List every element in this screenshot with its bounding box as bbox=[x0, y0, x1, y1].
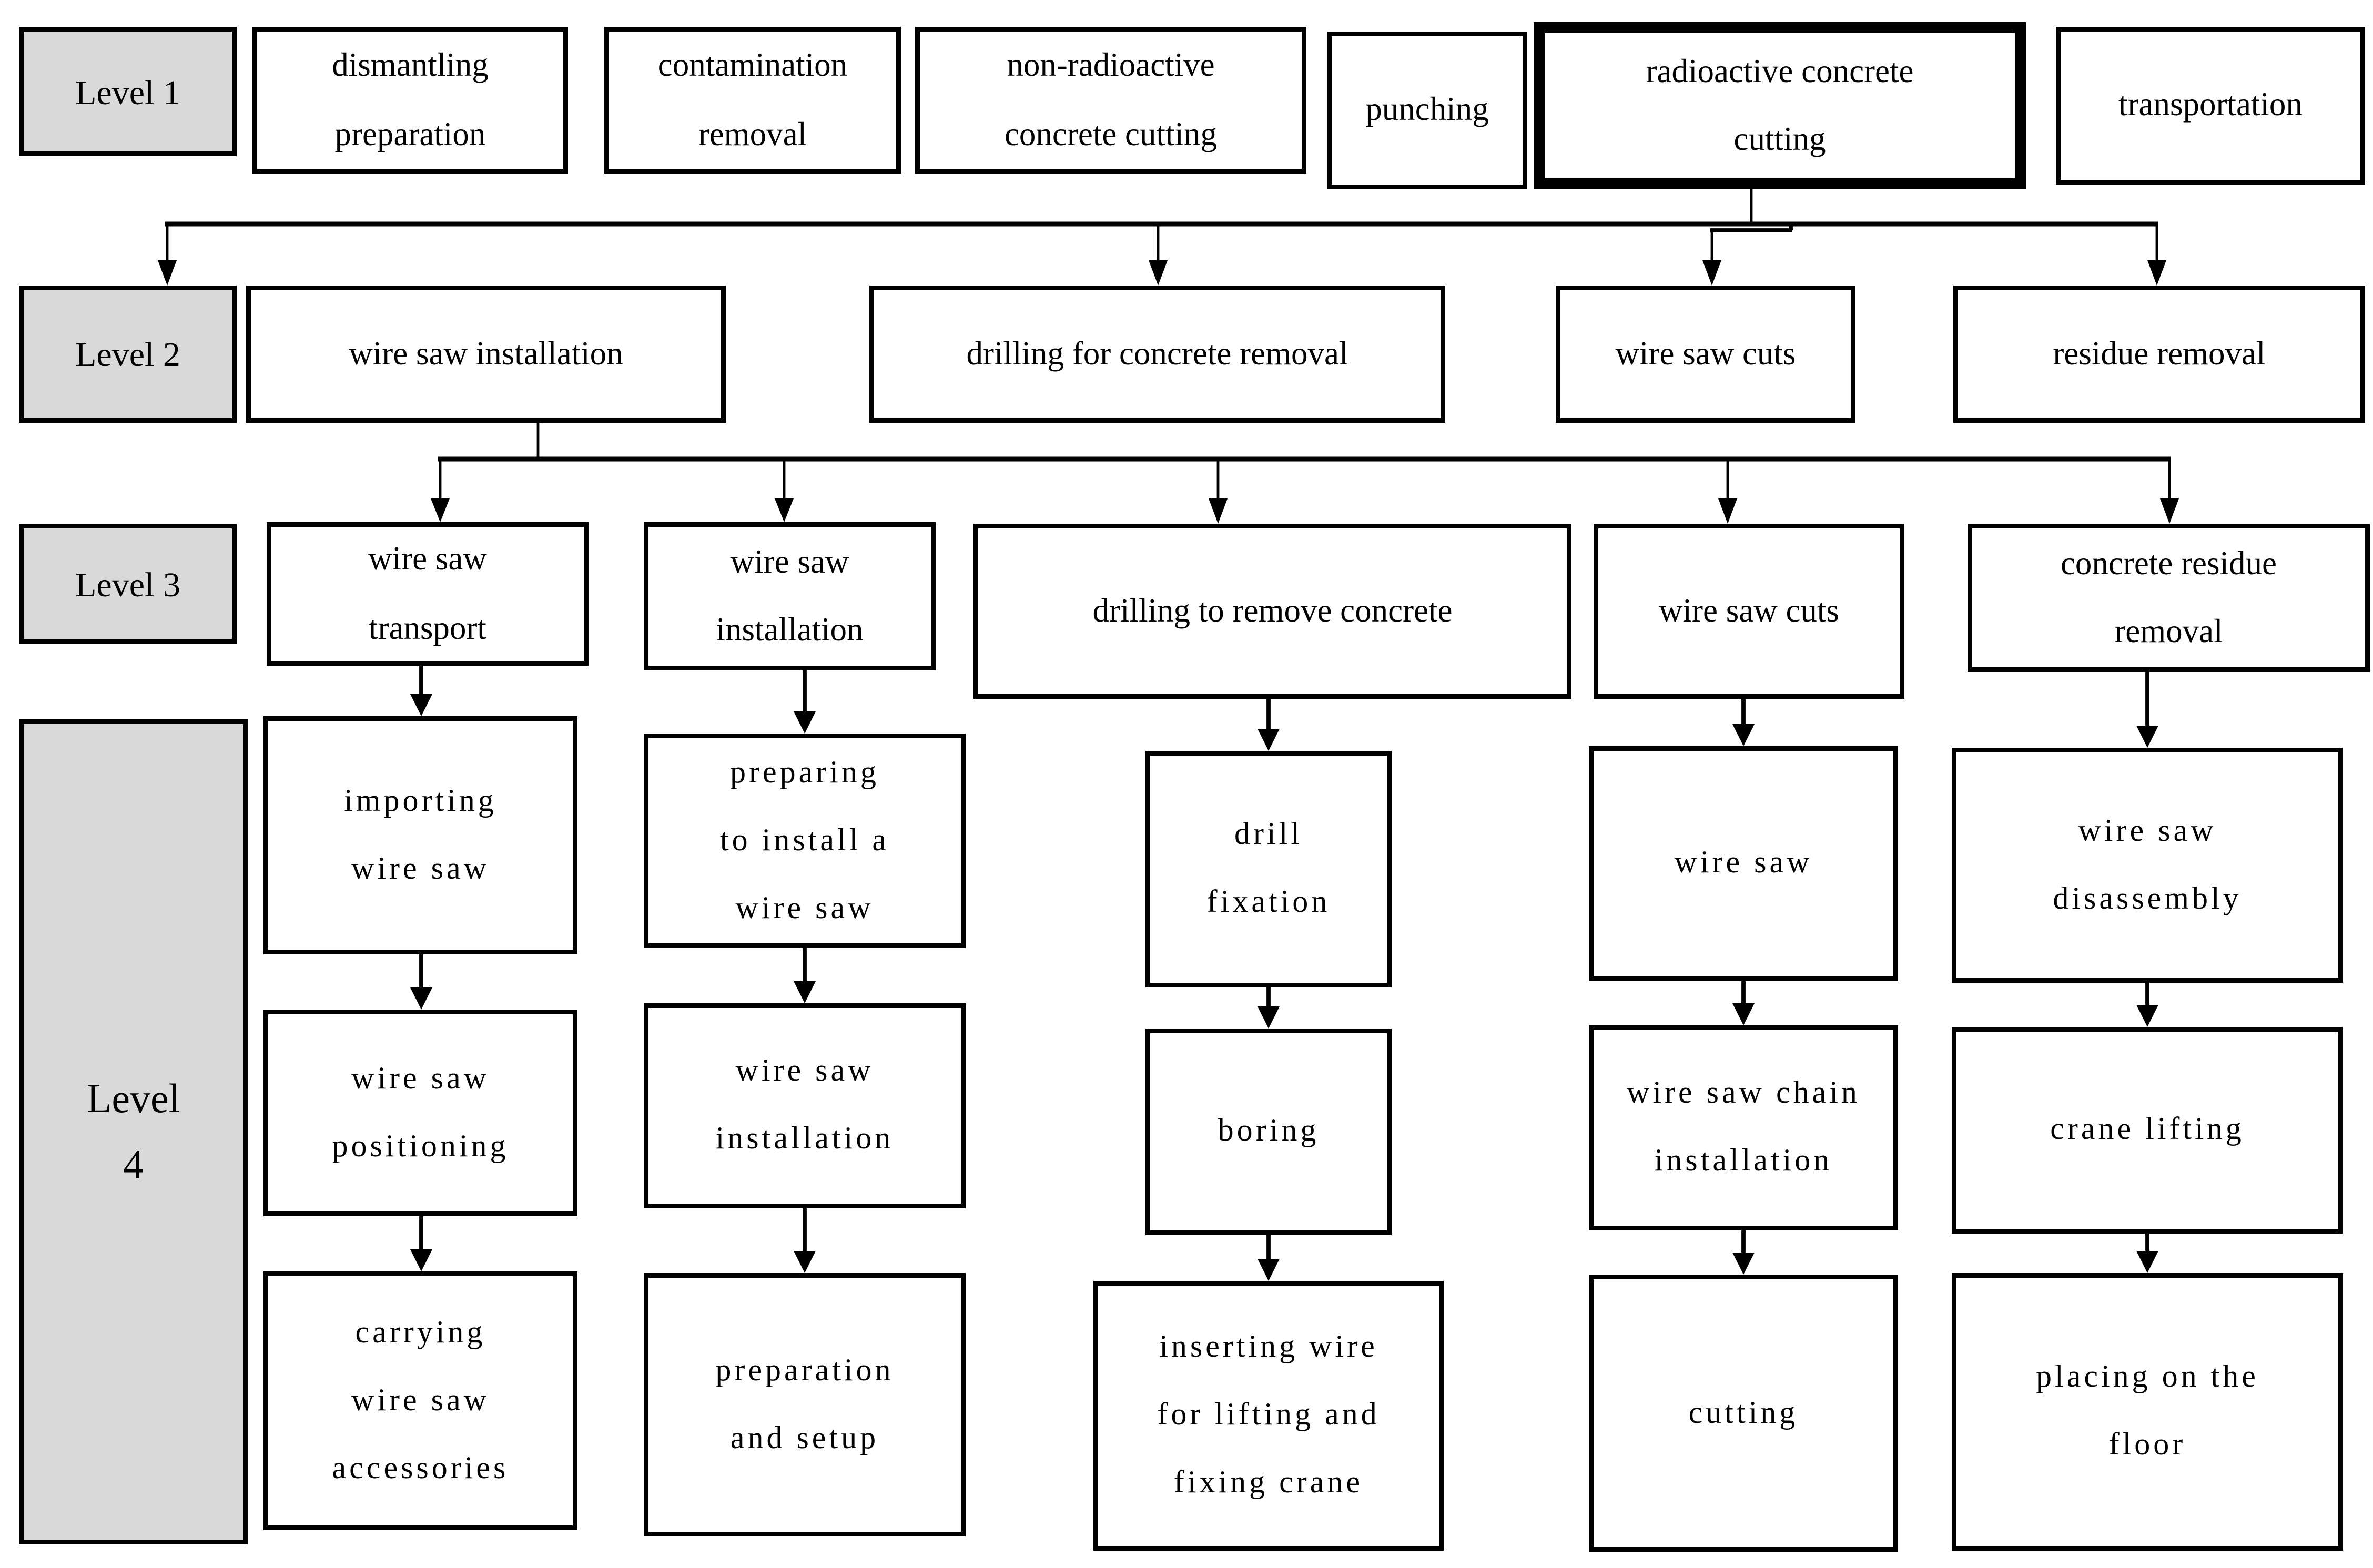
node-label: wire saw installation bbox=[716, 542, 864, 648]
node-importing-wire-saw: importing wire saw bbox=[263, 716, 577, 954]
node-label: wire saw bbox=[1674, 846, 1813, 880]
node-label: contamination removal bbox=[657, 46, 848, 152]
node-non-radioactive-concrete-cutting: non-radioactive concrete cutting bbox=[915, 27, 1306, 174]
node-label: preparing to install a wire saw bbox=[719, 755, 889, 925]
node-label: wire saw transport bbox=[368, 540, 487, 646]
node-label: crane lifting bbox=[2050, 1112, 2245, 1147]
node-drilling-to-remove-concrete: drilling to remove concrete bbox=[973, 524, 1571, 699]
node-preparation-and-setup: preparation and setup bbox=[644, 1273, 966, 1536]
node-label: wire saw cuts bbox=[1659, 591, 1839, 629]
label-level-1: Level 1 bbox=[19, 27, 237, 156]
node-label: placing on the floor bbox=[2036, 1360, 2259, 1462]
node-label: wire saw chain installation bbox=[1627, 1076, 1860, 1178]
label-level-2: Level 2 bbox=[19, 286, 237, 423]
node-label: wire saw positioning bbox=[332, 1061, 509, 1164]
node-wire-saw-positioning: wire saw positioning bbox=[263, 1010, 577, 1216]
node-crane-lifting: crane lifting bbox=[1952, 1027, 2343, 1234]
node-label: radioactive concrete cutting bbox=[1646, 52, 1914, 158]
node-label: importing wire saw bbox=[344, 783, 497, 886]
node-wire-saw-disassembly: wire saw disassembly bbox=[1952, 748, 2343, 983]
node-wire-saw-cuts-l2: wire saw cuts bbox=[1556, 286, 1855, 423]
node-transportation: transportation bbox=[2056, 27, 2365, 185]
node-preparing-to-install-a-wire-saw: preparing to install a wire saw bbox=[644, 734, 966, 948]
label-level-2-text: Level 2 bbox=[75, 334, 180, 374]
node-punching: punching bbox=[1327, 32, 1527, 189]
node-drilling-for-concrete-removal: drilling for concrete removal bbox=[869, 286, 1445, 423]
node-residue-removal: residue removal bbox=[1953, 286, 2365, 423]
node-wire-saw-installation-l2: wire saw installation bbox=[246, 286, 726, 423]
label-level-3-text: Level 3 bbox=[75, 564, 180, 604]
node-label: concrete residue removal bbox=[2060, 544, 2277, 650]
node-boring: boring bbox=[1145, 1029, 1392, 1235]
node-label: wire saw cuts bbox=[1615, 334, 1796, 372]
node-label: dismantling preparation bbox=[332, 46, 489, 152]
label-level-4-text: Level 4 bbox=[86, 1075, 180, 1187]
node-label: wire saw installation bbox=[349, 334, 623, 372]
node-label: non-radioactive concrete cutting bbox=[1004, 46, 1218, 152]
node-dismantling-preparation: dismantling preparation bbox=[252, 27, 568, 174]
node-wire-saw-cuts-l3: wire saw cuts bbox=[1594, 524, 1904, 699]
node-radioactive-concrete-cutting: radioactive concrete cutting bbox=[1534, 22, 2026, 189]
node-concrete-residue-removal: concrete residue removal bbox=[1968, 524, 2370, 672]
node-contamination-removal: contamination removal bbox=[604, 27, 901, 174]
node-label: drilling to remove concrete bbox=[1092, 591, 1453, 629]
node-wire-saw-installation-l4: wire saw installation bbox=[644, 1003, 966, 1208]
node-placing-on-the-floor: placing on the floor bbox=[1952, 1273, 2343, 1551]
node-label: punching bbox=[1365, 90, 1489, 129]
level1-to-level2-connectors bbox=[158, 189, 2166, 286]
node-wire-saw-installation-l3: wire saw installation bbox=[644, 522, 936, 670]
level2-to-level3-connectors bbox=[431, 423, 2179, 524]
node-label: drill fixation bbox=[1206, 817, 1331, 920]
label-level-3: Level 3 bbox=[19, 524, 237, 644]
node-label: preparation and setup bbox=[715, 1352, 894, 1455]
node-label: transportation bbox=[2118, 86, 2303, 124]
node-label: boring bbox=[1218, 1114, 1320, 1148]
node-label: wire saw installation bbox=[715, 1054, 894, 1156]
node-label: carrying wire saw accessories bbox=[332, 1315, 509, 1485]
node-wire-saw-transport: wire saw transport bbox=[267, 522, 589, 666]
node-wire-saw-l4: wire saw bbox=[1589, 746, 1898, 981]
node-label: wire saw disassembly bbox=[2053, 813, 2242, 916]
node-wire-saw-chain-installation: wire saw chain installation bbox=[1589, 1025, 1898, 1230]
label-level-1-text: Level 1 bbox=[75, 72, 180, 111]
label-level-4: Level 4 bbox=[19, 719, 248, 1544]
node-inserting-wire-for-lifting-and-fixing-crane: inserting wire for lifting and fixing cr… bbox=[1093, 1281, 1444, 1551]
node-label: cutting bbox=[1688, 1395, 1799, 1430]
node-cutting: cutting bbox=[1589, 1275, 1898, 1552]
node-label: drilling for concrete removal bbox=[966, 334, 1348, 372]
node-label: residue removal bbox=[2053, 334, 2266, 372]
node-drill-fixation: drill fixation bbox=[1145, 751, 1392, 987]
node-carrying-wire-saw-accessories: carrying wire saw accessories bbox=[263, 1271, 577, 1530]
node-label: inserting wire for lifting and fixing cr… bbox=[1157, 1330, 1380, 1500]
